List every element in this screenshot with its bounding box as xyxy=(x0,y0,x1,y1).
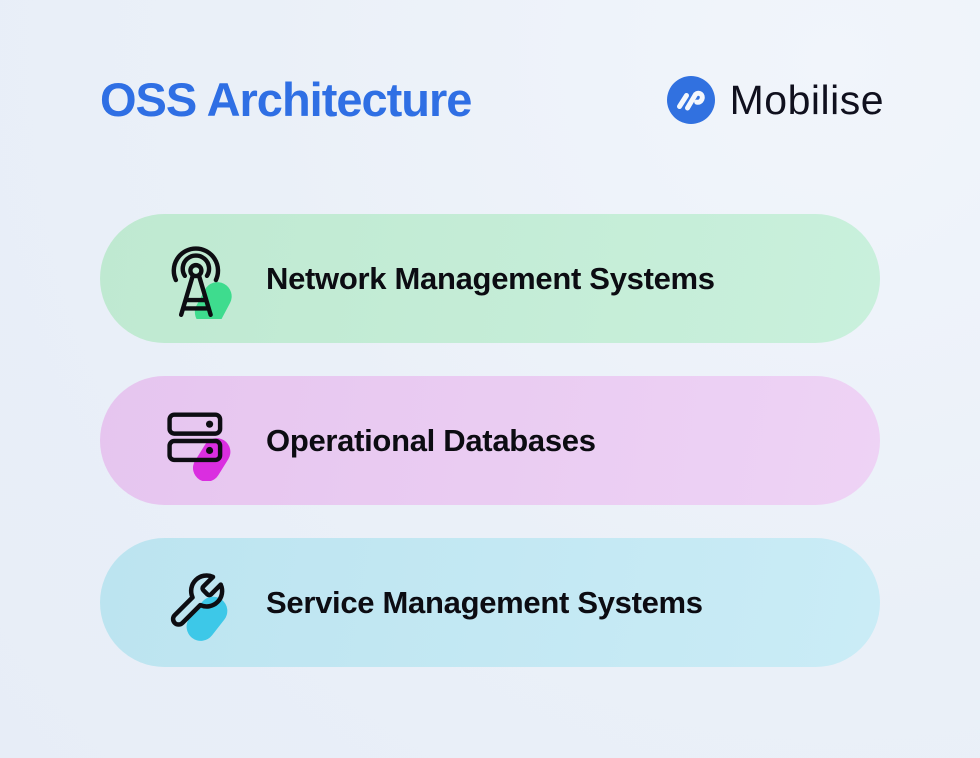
mobilise-logo-icon xyxy=(666,76,715,125)
card-label: Network Management Systems xyxy=(266,260,715,296)
card-network-management-systems: Network Management Systems xyxy=(100,214,880,344)
brand: Mobilise xyxy=(666,76,884,125)
page-title: OSS Architecture xyxy=(100,73,472,126)
brand-name: Mobilise xyxy=(729,76,884,123)
card-list: Network Management Systems Operational D… xyxy=(0,214,980,668)
wrench-icon xyxy=(158,563,238,643)
header: OSS Architecture Mobilise xyxy=(0,0,980,128)
card-service-management-systems: Service Management Systems xyxy=(100,538,880,668)
card-label: Service Management Systems xyxy=(266,584,703,620)
server-stack-icon xyxy=(158,401,238,481)
radio-tower-icon xyxy=(158,239,238,319)
card-operational-databases: Operational Databases xyxy=(100,376,880,506)
card-label: Operational Databases xyxy=(266,422,596,458)
